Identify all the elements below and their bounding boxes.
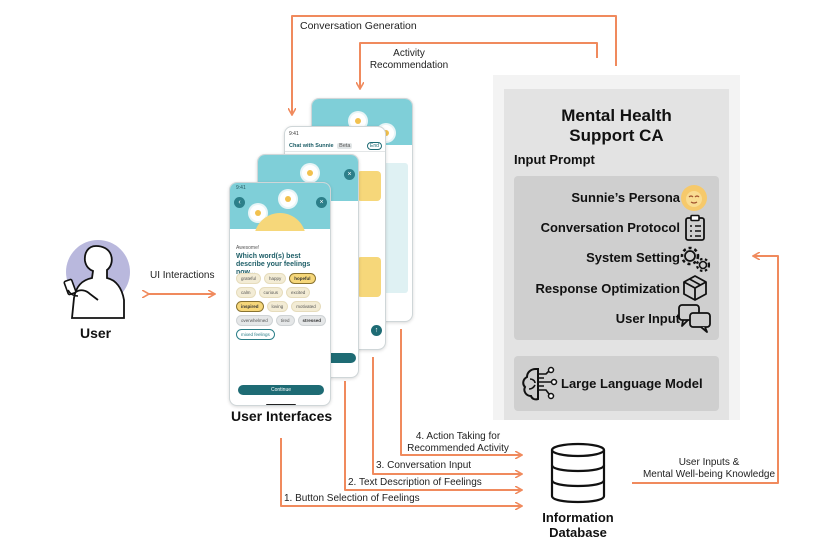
front-status: 9:41 <box>236 185 246 191</box>
flower-icon <box>302 165 318 181</box>
feeling-chip[interactable]: overwhelmed <box>236 315 273 326</box>
ca-title: Mental Health Support CA <box>504 106 729 146</box>
label-conversation-generation: Conversation Generation <box>300 20 417 32</box>
feeling-chip[interactable]: curious <box>258 287 284 298</box>
label-activity-line2: Recommendation <box>369 60 449 71</box>
chat-bubble <box>357 257 381 297</box>
label-action-taking: 4. Action Taking for Recommended Activit… <box>396 431 520 455</box>
label-activity-recommendation: Activity Recommendation <box>366 48 452 72</box>
label-user-inputs: User Inputs & Mental Well-being Knowledg… <box>636 457 782 481</box>
send-button[interactable]: ↑ <box>371 325 382 336</box>
prompt-item-persona: Sunnie’s Persona <box>571 190 680 205</box>
feeling-chip[interactable]: inspired <box>236 301 264 312</box>
label-conversation-input: 3. Conversation Input <box>376 460 472 471</box>
feeling-chip[interactable]: tired <box>275 315 295 326</box>
prompt-item-user-input: User Input <box>615 311 680 326</box>
cloud-shape <box>230 231 330 241</box>
prompt-item-protocol: Conversation Protocol <box>540 220 680 235</box>
user-interfaces-label: User Interfaces <box>231 408 333 424</box>
beta-badge: Beta <box>337 143 353 149</box>
close-icon[interactable]: × <box>344 169 355 180</box>
database-label-line1: Information <box>542 510 614 525</box>
sun-face-icon <box>681 185 707 211</box>
ca-title-line1: Mental Health <box>561 106 672 125</box>
feeling-chip[interactable]: excited <box>286 287 311 298</box>
feelings-question: Which word(s) best describe your feeling… <box>236 253 311 276</box>
chat-status: 9:41 <box>289 131 299 137</box>
database-label-line2: Database <box>549 525 607 540</box>
llm-label: Large Language Model <box>561 376 703 391</box>
llm-box <box>514 356 719 411</box>
feeling-chip[interactable]: happy <box>264 273 287 284</box>
ca-title-line2: Support CA <box>569 126 664 145</box>
label-button-selection: 1. Button Selection of Feelings <box>284 493 420 504</box>
label-text-description: 2. Text Description of Feelings <box>348 477 482 488</box>
chat-title-text: Chat with Sunnie <box>289 143 334 149</box>
feeling-chip[interactable]: calm <box>236 287 256 298</box>
chat-bubbles-icon <box>678 304 711 333</box>
back-icon[interactable]: ‹ <box>234 197 245 208</box>
database-label: Information Database <box>530 510 626 540</box>
brain-circuit-icon <box>522 366 558 401</box>
user-node <box>56 232 136 322</box>
flower-icon <box>280 191 296 207</box>
user-figure-icon <box>63 240 130 319</box>
chat-bubble <box>357 171 381 201</box>
label-user-inputs-line2: Mental Well-being Knowledge <box>642 469 776 480</box>
label-user-inputs-line1: User Inputs & <box>678 457 740 468</box>
close-icon[interactable]: × <box>316 197 327 208</box>
prompt-item-system-setting: System Setting <box>586 250 680 265</box>
gears-icon <box>680 246 711 273</box>
input-prompt-label: Input Prompt <box>514 152 595 167</box>
chat-title: Chat with Sunnie Beta <box>289 143 353 149</box>
database-icon <box>550 442 606 504</box>
label-ui-interactions: UI Interactions <box>150 270 215 281</box>
feeling-chip[interactable]: stressed <box>297 315 327 326</box>
label-action-line2: Recommended Activity <box>407 443 509 454</box>
label-activity-line1: Activity <box>393 48 425 59</box>
feeling-chip[interactable]: motivated <box>291 301 321 312</box>
label-action-line1: 4. Action Taking for <box>415 431 501 442</box>
phone-screen-feelings: 9:41 ‹ × Awesome! Which word(s) best des… <box>229 182 331 406</box>
feeling-chip[interactable]: hopeful <box>289 273 316 284</box>
home-indicator <box>266 404 296 405</box>
feeling-chip[interactable]: grateful <box>236 273 262 284</box>
end-chat-button[interactable]: End <box>367 142 382 150</box>
feelings-small-label: Awesome! <box>236 245 260 251</box>
flower-icon <box>250 205 266 221</box>
feeling-chip[interactable]: mixed feelings <box>236 329 275 340</box>
user-label: User <box>80 325 112 341</box>
prompt-item-response-optimization: Response Optimization <box>535 281 680 296</box>
feeling-chip[interactable]: loving <box>266 301 289 312</box>
flower-icon <box>350 113 366 129</box>
continue-button[interactable]: Continue <box>238 385 324 395</box>
clipboard-list-icon <box>685 214 705 241</box>
cube-icon <box>683 275 707 301</box>
chat-divider <box>285 151 385 152</box>
